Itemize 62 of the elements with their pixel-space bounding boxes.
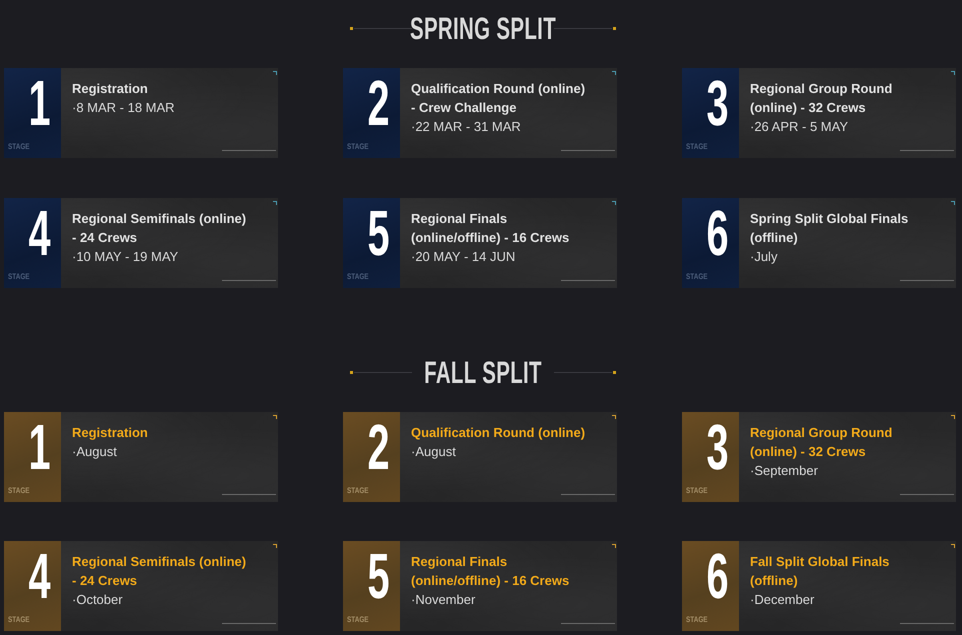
- stage-title: Registration: [72, 80, 149, 98]
- stage-title: Regional Semifinals (online) - 24 Crews: [72, 553, 248, 590]
- stage-date: ·September: [750, 462, 818, 480]
- stage-tag: STAGE: [347, 143, 369, 151]
- stage-number: 2: [368, 71, 390, 135]
- stage-number: 3: [706, 71, 729, 135]
- stage-tag: STAGE: [8, 143, 30, 151]
- stage-tag: STAGE: [686, 487, 708, 495]
- stage-number: 4: [28, 201, 51, 265]
- stage-number: 4: [28, 544, 51, 608]
- stage-card: [682, 541, 956, 631]
- stage-date: ·August: [411, 443, 456, 461]
- stage-number: 5: [368, 201, 390, 265]
- stage-tag: STAGE: [8, 487, 30, 495]
- stage-title: Regional Group Round (online) - 32 Crews: [750, 80, 894, 117]
- stage-title: Qualification Round (online) - Crew Challenge: [411, 80, 586, 117]
- stage-card: [682, 198, 956, 288]
- stage-card: [4, 198, 278, 288]
- stage-date: ·July: [750, 248, 778, 266]
- stage-date: ·22 MAR - 31 MAR: [411, 118, 521, 136]
- stage-card: [4, 541, 278, 631]
- section-heading: FALL SPLIT: [424, 357, 542, 388]
- stage-date: ·20 MAY - 14 JUN: [411, 248, 516, 266]
- stage-number: 6: [706, 201, 729, 265]
- stage-number: 6: [706, 544, 729, 608]
- stage-card: [343, 412, 617, 502]
- stage-title: Regional Finals (online/offline) - 16 Crews: [411, 553, 570, 590]
- stage-number: 3: [706, 415, 729, 479]
- stage-card: [343, 198, 617, 288]
- stage-number: 1: [28, 71, 51, 135]
- stage-card: [343, 68, 617, 158]
- stage-title: Regional Finals (online/offline) - 16 Crews: [411, 210, 570, 247]
- section-heading: SPRING SPLIT: [410, 13, 556, 44]
- stage-tag: STAGE: [686, 143, 708, 151]
- stage-card: [4, 412, 278, 502]
- stage-date: ·August: [72, 443, 117, 461]
- stage-date: ·8 MAR - 18 MAR: [72, 99, 175, 117]
- stage-date: ·October: [72, 591, 123, 609]
- stage-card: [682, 412, 956, 502]
- stage-date: ·26 APR - 5 MAY: [750, 118, 848, 136]
- stage-date: ·10 MAY - 19 MAY: [72, 248, 178, 266]
- stage-card: [343, 541, 617, 631]
- stage-tag: STAGE: [347, 616, 369, 624]
- stage-title: Spring Split Global Finals (offline): [750, 210, 910, 247]
- stage-number: 5: [368, 544, 390, 608]
- stage-tag: STAGE: [686, 273, 708, 281]
- stage-card: [4, 68, 278, 158]
- stage-title: Regional Group Round (online) - 32 Crews: [750, 424, 894, 461]
- stage-tag: STAGE: [347, 273, 369, 281]
- stage-tag: STAGE: [686, 616, 708, 624]
- stage-title: Qualification Round (online): [411, 424, 586, 442]
- stage-date: ·November: [411, 591, 476, 609]
- stage-number: 2: [368, 415, 390, 479]
- stage-number: 1: [28, 415, 51, 479]
- stage-title: Registration: [72, 424, 149, 442]
- stage-tag: STAGE: [8, 616, 30, 624]
- stage-title: Regional Semifinals (online) - 24 Crews: [72, 210, 248, 247]
- stage-tag: STAGE: [347, 487, 369, 495]
- stage-date: ·December: [750, 591, 814, 609]
- stage-title: Fall Split Global Finals (offline): [750, 553, 890, 590]
- stage-card: [682, 68, 956, 158]
- stage-tag: STAGE: [8, 273, 30, 281]
